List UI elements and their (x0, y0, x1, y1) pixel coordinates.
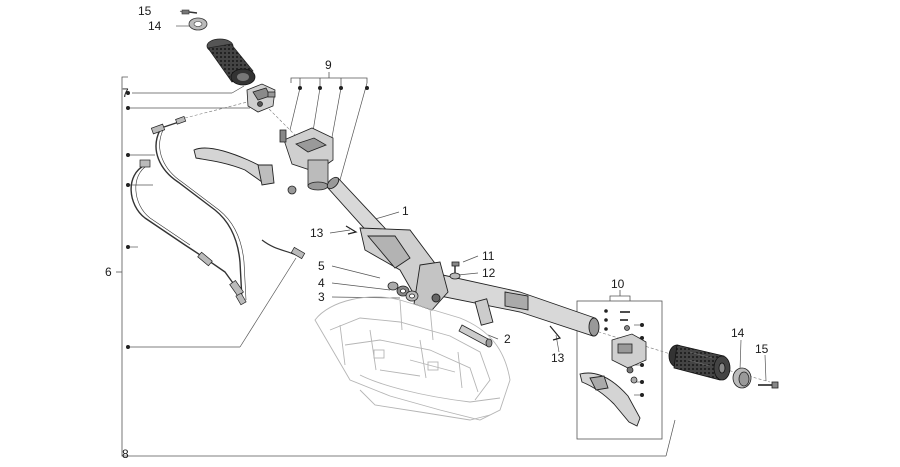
bracket-6 (116, 76, 128, 457)
callout-8: 8 (122, 447, 129, 461)
callout-14-right: 14 (731, 326, 745, 340)
washer-14-right (732, 367, 752, 389)
callout-12: 12 (482, 266, 496, 280)
callout-9: 9 (325, 58, 332, 72)
pin-2 (458, 324, 493, 348)
callout-15-top: 15 (138, 4, 152, 18)
callout-4: 4 (318, 276, 325, 290)
right-grip (668, 344, 731, 381)
master-cylinder (279, 127, 334, 195)
right-brake-lever (579, 372, 641, 427)
screw-15-top (181, 9, 198, 15)
callout-15-right: 15 (755, 342, 769, 356)
right-master-cylinder (611, 311, 647, 384)
callout-13-left: 13 (310, 226, 324, 240)
left-switch-housing (246, 83, 276, 113)
callout-11: 11 (482, 249, 495, 263)
callout-7: 7 (122, 86, 129, 100)
washers-3-4-5 (387, 281, 419, 302)
callout-14-top: 14 (148, 19, 162, 33)
screws-11-12 (449, 261, 461, 280)
clip-13-left (345, 225, 358, 235)
box-10 (576, 290, 663, 440)
bracket-dots (126, 86, 644, 397)
cable-fittings (139, 115, 306, 306)
screw-15-right (758, 381, 779, 389)
leader-lines (128, 10, 767, 457)
callout-3: 3 (318, 290, 325, 304)
callout-2: 2 (504, 332, 511, 346)
left-brake-lever (193, 147, 275, 186)
callout-10: 10 (611, 277, 625, 291)
callout-1: 1 (402, 204, 409, 218)
bracket-9 (290, 72, 368, 88)
frame-outline (314, 296, 511, 421)
handlebar-1 (326, 176, 600, 337)
callout-5: 5 (318, 259, 325, 273)
callout-6: 6 (105, 265, 112, 279)
clip-13-right (549, 325, 562, 341)
cables (130, 119, 297, 301)
callout-13-right: 13 (551, 351, 565, 365)
washer-14-top (188, 17, 208, 31)
left-grip-7 (206, 38, 256, 86)
